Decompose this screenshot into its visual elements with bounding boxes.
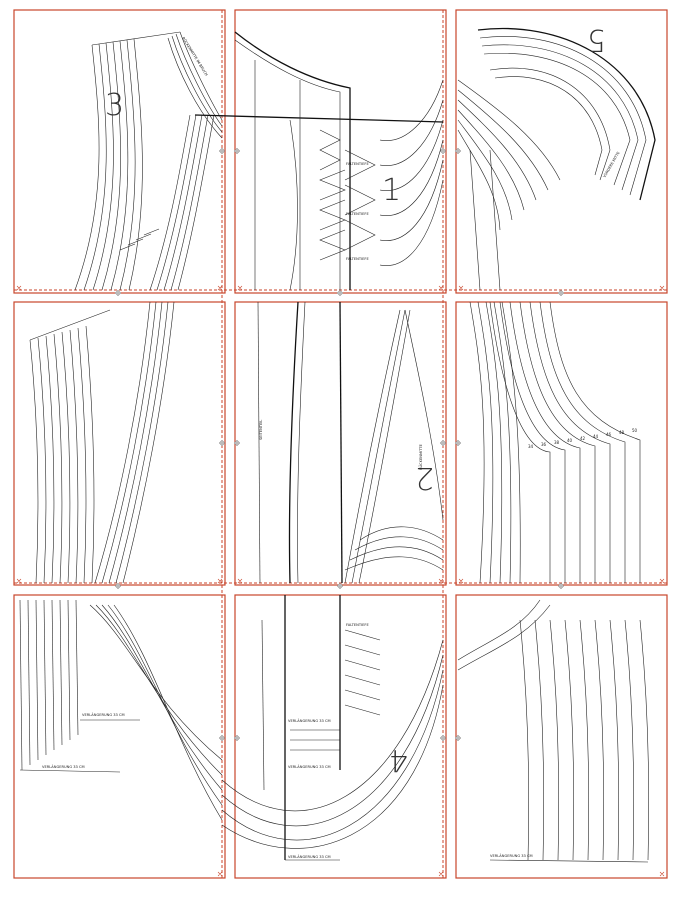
label-extension-e: VERLÄNGERUNG 33 CM <box>288 854 331 859</box>
piece-number-5: 5 <box>587 22 606 57</box>
pattern-piece-3: 3 RÜCKENMITTE IM BRUCH <box>74 31 223 291</box>
label-pleat-4: FALTENTIEFE <box>346 623 369 627</box>
piece-number-3: 3 <box>105 88 124 123</box>
size-label: 48 <box>619 430 625 435</box>
size-label: 36 <box>541 442 547 447</box>
piece-number-1: 1 <box>382 173 401 208</box>
registration-markers <box>114 147 565 742</box>
label-side-4: RÜCKENMITTE <box>418 444 423 470</box>
tile-frame-3 <box>455 9 668 294</box>
label-extension-f: VERLÄNGERUNG 33 CM <box>490 853 533 858</box>
label-extension-d: VERLÄNGERUNG 33 CM <box>288 764 331 769</box>
pattern-piece-2: 2 SEITENTEIL RÜCKENMITTE <box>257 301 444 584</box>
label-extension-b: VERLÄNGERUNG 33 CM <box>82 712 125 717</box>
label-pleat-3: FALTENTIEFE <box>346 257 369 261</box>
size-label: 34 <box>528 444 534 449</box>
corner-marks <box>16 285 665 877</box>
tile-frame-9 <box>455 594 668 879</box>
pattern-piece-3-bottom: VERLÄNGERUNG 33 CM VERLÄNGERUNG 33 CM <box>19 599 223 821</box>
size-label: 46 <box>606 432 612 437</box>
size-label: 42 <box>580 436 586 441</box>
pattern-piece-5: 5 VORDERE MITTE <box>457 22 656 291</box>
size-label: 44 <box>593 434 599 439</box>
piece-number-2: 2 <box>415 460 434 495</box>
tile-frame-6 <box>455 301 668 586</box>
pattern-piece-1-lower <box>469 301 641 584</box>
size-label: 38 <box>554 440 560 445</box>
label-pleat-2: FALTENTIEFE <box>346 212 369 216</box>
size-label: 50 <box>632 428 638 433</box>
label-extension-a: VERLÄNGERUNG 33 CM <box>42 764 85 769</box>
pattern-piece-1: 1 FALTENTIEFE FALTENTIEFE FALTENTIEFE <box>194 31 444 291</box>
size-labels: 34 36 38 40 42 44 46 48 50 <box>528 428 638 449</box>
tile-frame-7 <box>13 594 226 879</box>
label-side-3: SEITENTEIL <box>259 420 263 440</box>
pattern-piece-4: 4 VERLÄNGERUNG 33 CM VERLÄNGERUNG 33 CM … <box>221 595 444 861</box>
label-extension-c: VERLÄNGERUNG 33 CM <box>288 718 331 723</box>
pattern-piece-3-lower <box>29 301 175 584</box>
size-label: 40 <box>567 438 573 443</box>
label-pleat-1: FALTENTIEFE <box>346 162 369 166</box>
pattern-piece-1-bottom: VERLÄNGERUNG 33 CM <box>457 599 650 863</box>
cut-lines <box>14 10 667 878</box>
piece-number-4: 4 <box>389 742 408 777</box>
